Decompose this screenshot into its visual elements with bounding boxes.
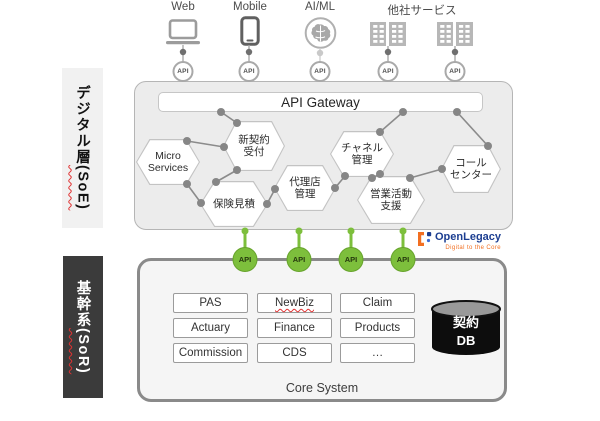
hex-label: チャネル xyxy=(341,141,383,154)
layer-label-core-sor: 基幹系(SoR) xyxy=(63,256,103,398)
hex-sales-activity-support: 営業活動支援 xyxy=(357,176,425,224)
module-label: Commission xyxy=(178,347,243,359)
hex-call-center: コールセンター xyxy=(441,145,501,193)
building-icon xyxy=(370,22,406,46)
icon-stems xyxy=(182,45,456,62)
hex-label: 新契約 xyxy=(238,133,270,146)
contract-db-line1: 契約 xyxy=(452,315,479,330)
icon-stem-dots xyxy=(179,48,459,57)
green-api-stems xyxy=(243,231,405,259)
module-newbiz: NewBiz xyxy=(257,293,332,313)
api-badge-aiml: API xyxy=(309,61,331,82)
layer-label-core-text: 基幹系 xyxy=(74,279,91,328)
database-cylinder-icon xyxy=(431,300,501,355)
layer-label-digital-text: デジタル層 xyxy=(74,85,90,166)
layer-label-sor-paren: (SoR) xyxy=(75,327,91,375)
api-badge-partner-1: API xyxy=(377,61,399,82)
module-claim: Claim xyxy=(340,293,415,313)
module-commission: Commission xyxy=(173,343,248,363)
module-label: Claim xyxy=(362,297,393,309)
smartphone-icon xyxy=(240,16,260,46)
hex-label: 管理 xyxy=(351,154,373,166)
module-label: … xyxy=(371,347,384,359)
source-label-partner-services: 他社サービス xyxy=(387,5,457,17)
laptop-icon xyxy=(166,19,200,45)
hex-label: 営業活動 xyxy=(370,187,412,200)
module-label: Products xyxy=(354,322,401,334)
api-badge-partner-2: API xyxy=(444,61,466,82)
core-system-label: Core System xyxy=(285,381,359,395)
api-badge-web: API xyxy=(172,61,194,82)
module-label: Finance xyxy=(274,322,315,334)
module-ellipsis: … xyxy=(340,343,415,363)
module-actuary: Actuary xyxy=(173,318,248,338)
hex-label: Services xyxy=(147,162,189,174)
module-label: PAS xyxy=(199,297,222,309)
hex-agency-management: 代理店管理 xyxy=(274,165,336,211)
api-badge-mobile: API xyxy=(238,61,260,82)
module-cds: CDS xyxy=(257,343,332,363)
layer-label-digital-soe: デジタル層(SoE) xyxy=(62,68,103,228)
module-label: CDS xyxy=(282,347,307,359)
brain-icon xyxy=(304,17,337,49)
hex-new-contract-reception: 新契約受付 xyxy=(223,121,285,171)
green-api-badge-1: API xyxy=(232,246,258,272)
module-finance: Finance xyxy=(257,318,332,338)
source-label-web: Web xyxy=(171,1,195,13)
module-label: Actuary xyxy=(191,322,230,334)
hex-label: Micro xyxy=(155,149,181,162)
module-label: NewBiz xyxy=(275,297,314,309)
module-pas: PAS xyxy=(173,293,248,313)
openlegacy-tagline: Digital to the Core xyxy=(445,244,502,251)
hex-label: 受付 xyxy=(243,146,265,158)
openlegacy-name: OpenLegacy xyxy=(435,231,502,243)
api-gateway-bar: API Gateway xyxy=(158,92,483,112)
hex-insurance-quote: 保険見積 xyxy=(200,181,268,227)
building-icon xyxy=(437,22,473,46)
green-api-badge-2: API xyxy=(286,246,312,272)
hex-label: 保険見積 xyxy=(213,197,255,210)
layer-label-soe-paren: (SoE) xyxy=(74,165,91,211)
green-api-badge-4: API xyxy=(390,246,416,272)
contract-db-label: 契約 DB xyxy=(431,314,501,349)
hex-label: 支援 xyxy=(380,200,402,212)
api-gateway-title: API Gateway xyxy=(281,94,360,110)
module-products: Products xyxy=(340,318,415,338)
hex-label: センター xyxy=(450,169,492,181)
hex-label: コール xyxy=(455,156,487,169)
hex-label: 代理店 xyxy=(289,175,321,188)
openlegacy-logo-icon xyxy=(418,232,432,246)
openlegacy-logo: OpenLegacy Digital to the Core xyxy=(418,232,501,251)
contract-db-line2: DB xyxy=(456,332,476,348)
hex-channel-management: チャネル管理 xyxy=(330,131,394,177)
source-label-mobile: Mobile xyxy=(233,1,267,13)
source-label-aiml: AI/ML xyxy=(304,1,336,13)
green-api-badge-3: API xyxy=(338,246,364,272)
hex-label: 管理 xyxy=(294,188,316,200)
